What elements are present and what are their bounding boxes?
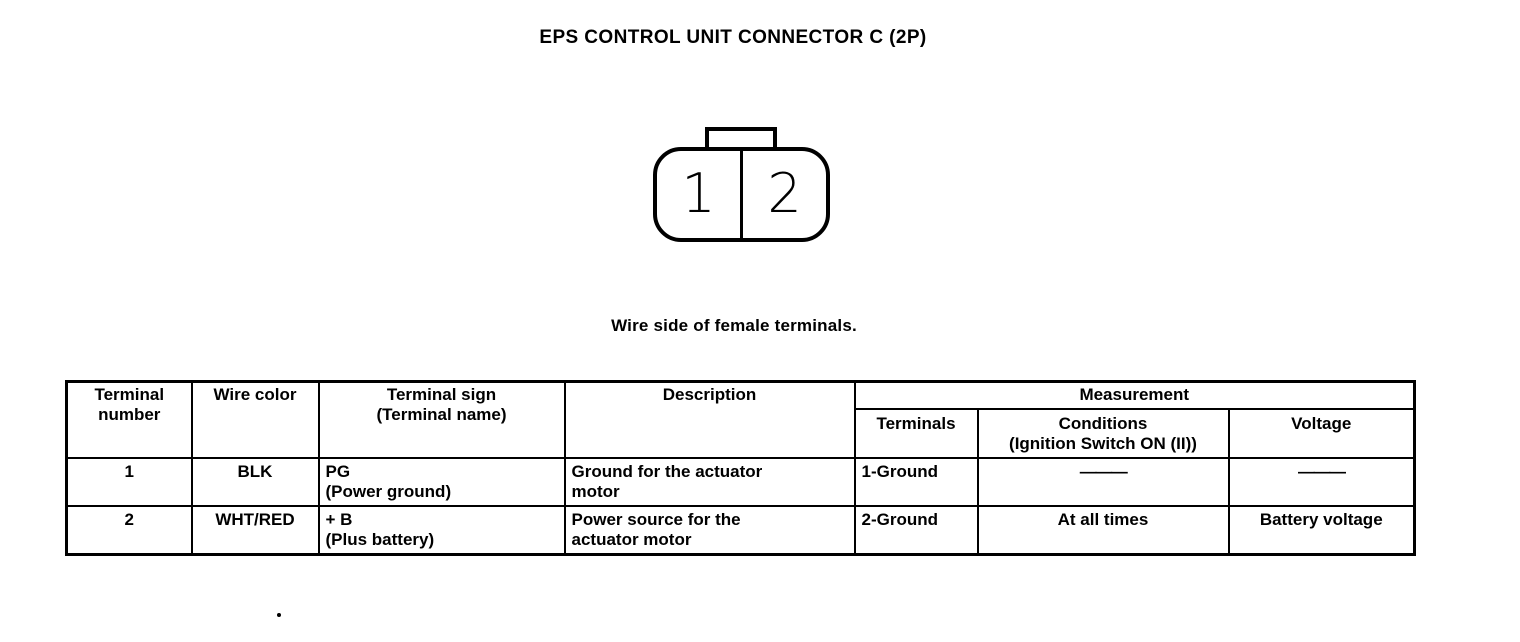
table-row-terminal-1: 1 BLK PG (Power ground) Ground for the a… — [65, 457, 1416, 507]
connector-cavity-1: 1 — [657, 151, 743, 238]
cell-description: Power source for the actuator motor — [563, 505, 856, 556]
connector-body: 1 2 — [653, 147, 830, 242]
wire-side-caption: Wire side of female terminals. — [611, 316, 857, 335]
terminal-table: Terminal number Wire color Terminal sign… — [65, 380, 1416, 556]
cell-conditions: ——— — [976, 457, 1230, 507]
cell-voltage: ——— — [1227, 457, 1416, 507]
header-terminal-sign: Terminal sign (Terminal name) — [317, 380, 566, 459]
header-terminal-number: Terminal number — [65, 380, 193, 459]
cell-description: Ground for the actuator motor — [563, 457, 856, 507]
cell-terminals: 1-Ground — [853, 457, 979, 507]
cell-terminal-sign: + B (Plus battery) — [317, 505, 566, 556]
connector-cavity-2: 2 — [767, 161, 802, 225]
header-conditions: Conditions (Ignition Switch ON (II)) — [976, 408, 1230, 459]
header-measurement: Measurement — [853, 380, 1416, 410]
cell-voltage: Battery voltage — [1227, 505, 1416, 556]
header-wire-color: Wire color — [190, 380, 320, 459]
cell-wire-color: BLK — [190, 457, 320, 507]
cell-terminal-number: 2 — [65, 505, 193, 556]
header-terminals: Terminals — [853, 408, 979, 459]
cell-wire-color: WHT/RED — [190, 505, 320, 556]
scan-speck-dot — [277, 613, 281, 617]
cell-terminals: 2-Ground — [853, 505, 979, 556]
table-row-terminal-2: 2 WHT/RED + B (Plus battery) Power sourc… — [65, 505, 1416, 556]
header-description: Description — [563, 380, 856, 459]
page-title: EPS CONTROL UNIT CONNECTOR C (2P) — [539, 27, 927, 48]
cell-conditions: At all times — [976, 505, 1230, 556]
cell-terminal-sign: PG (Power ground) — [317, 457, 566, 507]
cell-terminal-number: 1 — [65, 457, 193, 507]
connector-diagram: 1 2 — [653, 127, 830, 242]
header-voltage: Voltage — [1227, 408, 1416, 459]
